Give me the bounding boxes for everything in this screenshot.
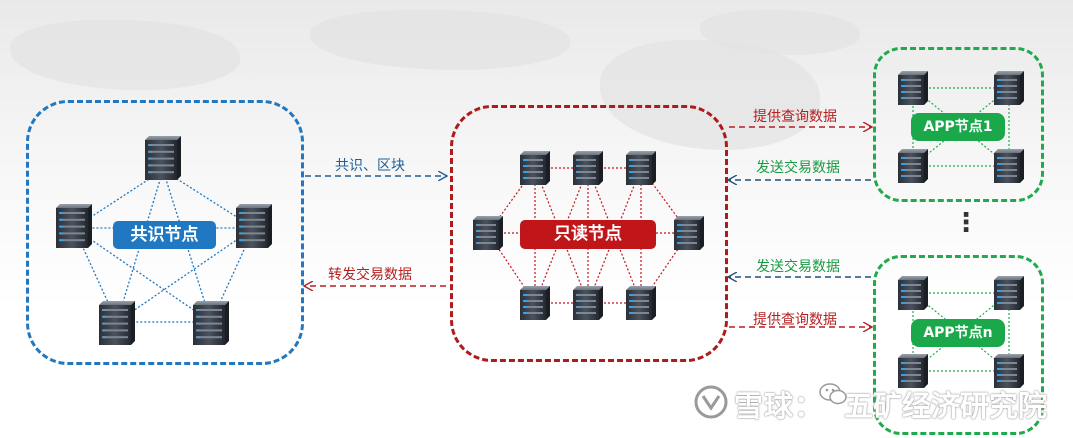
- readonly-node-label: 只读节点: [520, 220, 656, 249]
- server-icon: [898, 354, 928, 388]
- server-icon: [994, 354, 1024, 388]
- server-icon: [99, 301, 135, 345]
- server-icon: [674, 216, 704, 250]
- server-icon: [236, 204, 272, 248]
- server-icon: [994, 276, 1024, 310]
- server-icon: [473, 216, 503, 250]
- server-icon: [145, 136, 181, 180]
- xueqiu-logo-icon: [694, 385, 728, 419]
- edge-label-send-tx-n: 发送交易数据: [756, 259, 840, 275]
- watermark-platform: 雪球：: [734, 389, 825, 423]
- server-icon: [573, 286, 603, 320]
- server-icon: [626, 286, 656, 320]
- map-background-shape: [310, 10, 570, 70]
- server-icon: [994, 71, 1024, 105]
- server-icon: [573, 151, 603, 185]
- app-node-n-group: [873, 255, 1044, 435]
- consensus-node-label: 共识节点: [113, 221, 216, 249]
- edge-label-provide-query-1: 提供查询数据: [753, 109, 837, 125]
- map-background-shape: [10, 20, 240, 90]
- app-node-n-label: APP节点n: [911, 319, 1005, 347]
- edge-label-consensus-block: 共识、区块: [335, 158, 405, 174]
- readonly-node-group: [450, 105, 728, 362]
- wechat-icon: [819, 383, 847, 405]
- servers: [56, 71, 1024, 388]
- edge-label-send-tx-1: 发送交易数据: [756, 160, 840, 176]
- edge-label-forward-tx: 转发交易数据: [328, 267, 412, 283]
- server-icon: [898, 71, 928, 105]
- server-icon: [626, 151, 656, 185]
- consensus-node-group: [26, 100, 304, 365]
- app-node-1-label: APP节点1: [911, 113, 1005, 141]
- server-icon: [898, 149, 928, 183]
- server-icon: [520, 286, 550, 320]
- server-icon: [193, 301, 229, 345]
- server-icon: [520, 151, 550, 185]
- server-icon: [56, 204, 92, 248]
- watermark: 雪球： 五矿经济研究院: [694, 381, 1054, 425]
- edge-label-provide-query-n: 提供查询数据: [753, 312, 837, 328]
- app-node-1-group: [873, 47, 1044, 202]
- map-background-shape: [700, 10, 860, 55]
- vertical-ellipsis: ⋮: [953, 208, 979, 238]
- watermark-account: 五矿经济研究院: [844, 389, 1048, 423]
- server-icon: [898, 276, 928, 310]
